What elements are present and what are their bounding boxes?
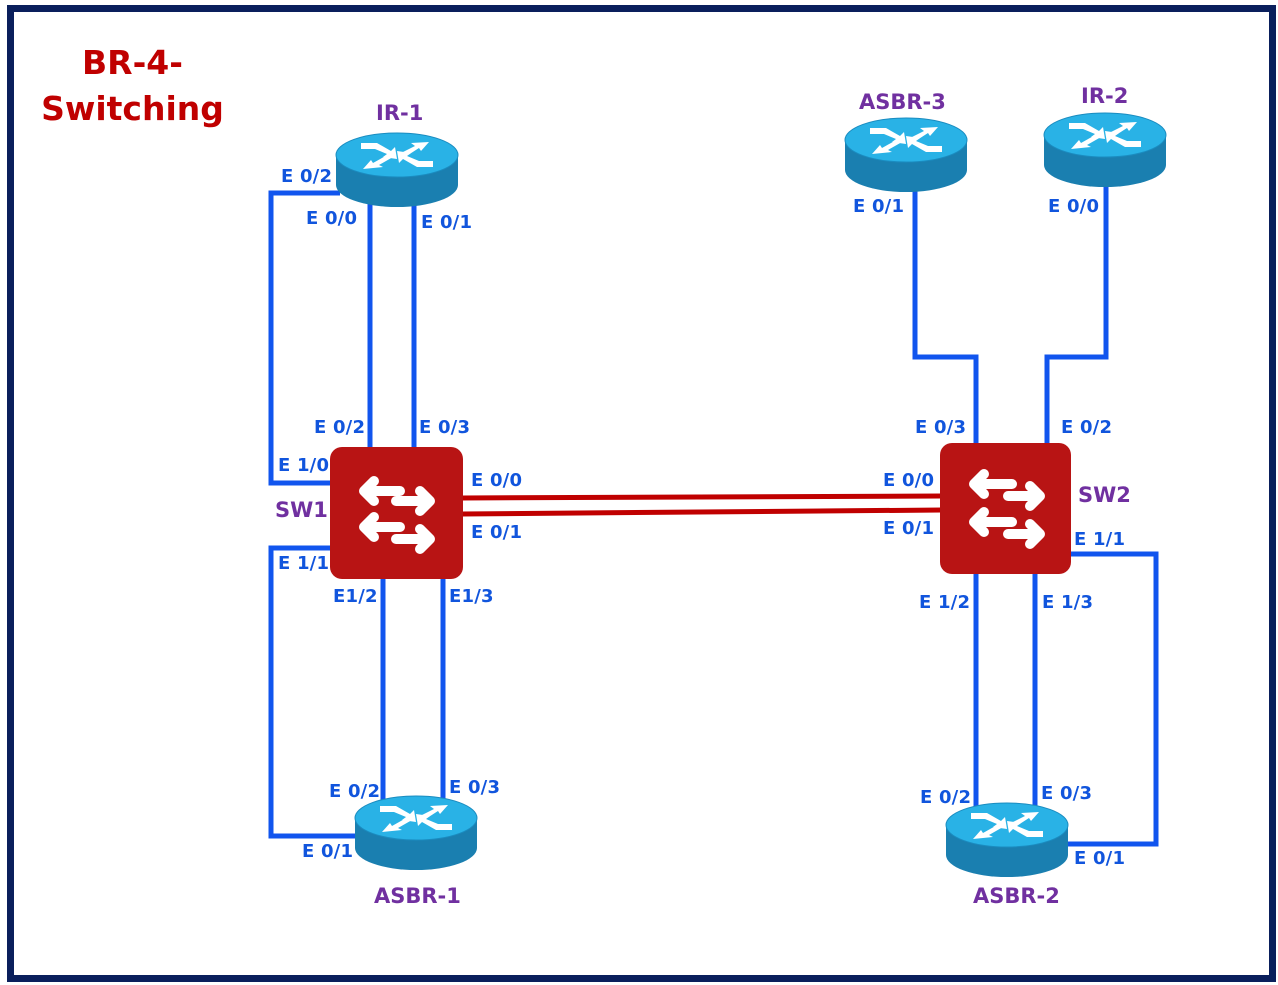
port-label-sw1-e11: E 1/1 [278, 553, 330, 574]
port-label-asbr2-e03: E 0/3 [1041, 783, 1093, 804]
port-label-sw2-e00: E 0/0 [883, 470, 935, 491]
port-label-asbr2-e01: E 0/1 [1074, 848, 1126, 869]
router-asbr3-icon[interactable] [844, 117, 968, 192]
port-label-sw2-e02: E 0/2 [1061, 417, 1113, 438]
port-label-sw2-e13: E 1/3 [1042, 592, 1094, 613]
port-label-asbr1-e02: E 0/2 [329, 781, 381, 802]
port-label-sw1-e02: E 0/2 [314, 417, 366, 438]
router-ir1-icon[interactable] [335, 132, 459, 207]
device-label-sw1: SW1 [275, 498, 328, 522]
port-label-ir1-e02: E 0/2 [281, 166, 333, 187]
port-label-sw1-e13: E1/3 [449, 586, 494, 607]
router-asbr1-icon[interactable] [354, 795, 478, 870]
port-label-asbr1-e03: E 0/3 [449, 777, 501, 798]
device-label-asbr2: ASBR-2 [973, 884, 1060, 908]
port-label-ir1-e00: E 0/0 [306, 208, 358, 229]
diagram-title: BR-4- Switching [40, 40, 225, 132]
link-sw2-e11-asbr2-e01 [1066, 551, 1159, 847]
port-label-sw2-e12: E 1/2 [919, 592, 971, 613]
port-label-sw2-e03: E 0/3 [915, 417, 967, 438]
device-label-ir1: IR-1 [376, 101, 424, 125]
port-label-sw1-e03: E 0/3 [419, 417, 471, 438]
device-label-ir2: IR-2 [1081, 84, 1129, 108]
link-ir2-e00-sw2-e02 [1044, 186, 1109, 445]
switch-sw1-icon[interactable] [330, 447, 463, 579]
port-label-sw1-e00: E 0/0 [471, 470, 523, 491]
title-line-1: BR-4- [82, 43, 183, 82]
link-asbr3-e01-sw2-e03 [912, 190, 979, 445]
port-label-ir2-e00: E 0/0 [1048, 196, 1100, 217]
port-label-sw1-e01: E 0/1 [471, 522, 523, 543]
device-label-asbr1: ASBR-1 [374, 884, 461, 908]
trunk-sw1-e01-sw2-e01 [461, 507, 943, 517]
title-line-2: Switching [41, 89, 224, 128]
trunk-sw1-e00-sw2-e00 [461, 493, 943, 501]
port-label-sw1-e10: E 1/0 [278, 455, 330, 476]
port-label-sw1-e12: E1/2 [333, 586, 378, 607]
device-label-asbr3: ASBR-3 [859, 90, 946, 114]
port-label-ir1-e01: E 0/1 [421, 212, 473, 233]
link-ir1-e02-sw1-e10 [268, 190, 340, 486]
router-ir2-icon[interactable] [1043, 112, 1167, 187]
router-asbr2-icon[interactable] [945, 802, 1069, 877]
device-label-sw2: SW2 [1078, 483, 1131, 507]
port-label-sw2-e01: E 0/1 [883, 518, 935, 539]
port-label-sw2-e11: E 1/1 [1074, 529, 1126, 550]
switch-sw2-icon[interactable] [940, 443, 1071, 574]
port-label-asbr3-e01: E 0/1 [853, 196, 905, 217]
port-label-asbr1-e01: E 0/1 [302, 841, 354, 862]
port-label-asbr2-e02: E 0/2 [920, 787, 972, 808]
link-sw1-e11-asbr1-e01 [268, 545, 358, 839]
